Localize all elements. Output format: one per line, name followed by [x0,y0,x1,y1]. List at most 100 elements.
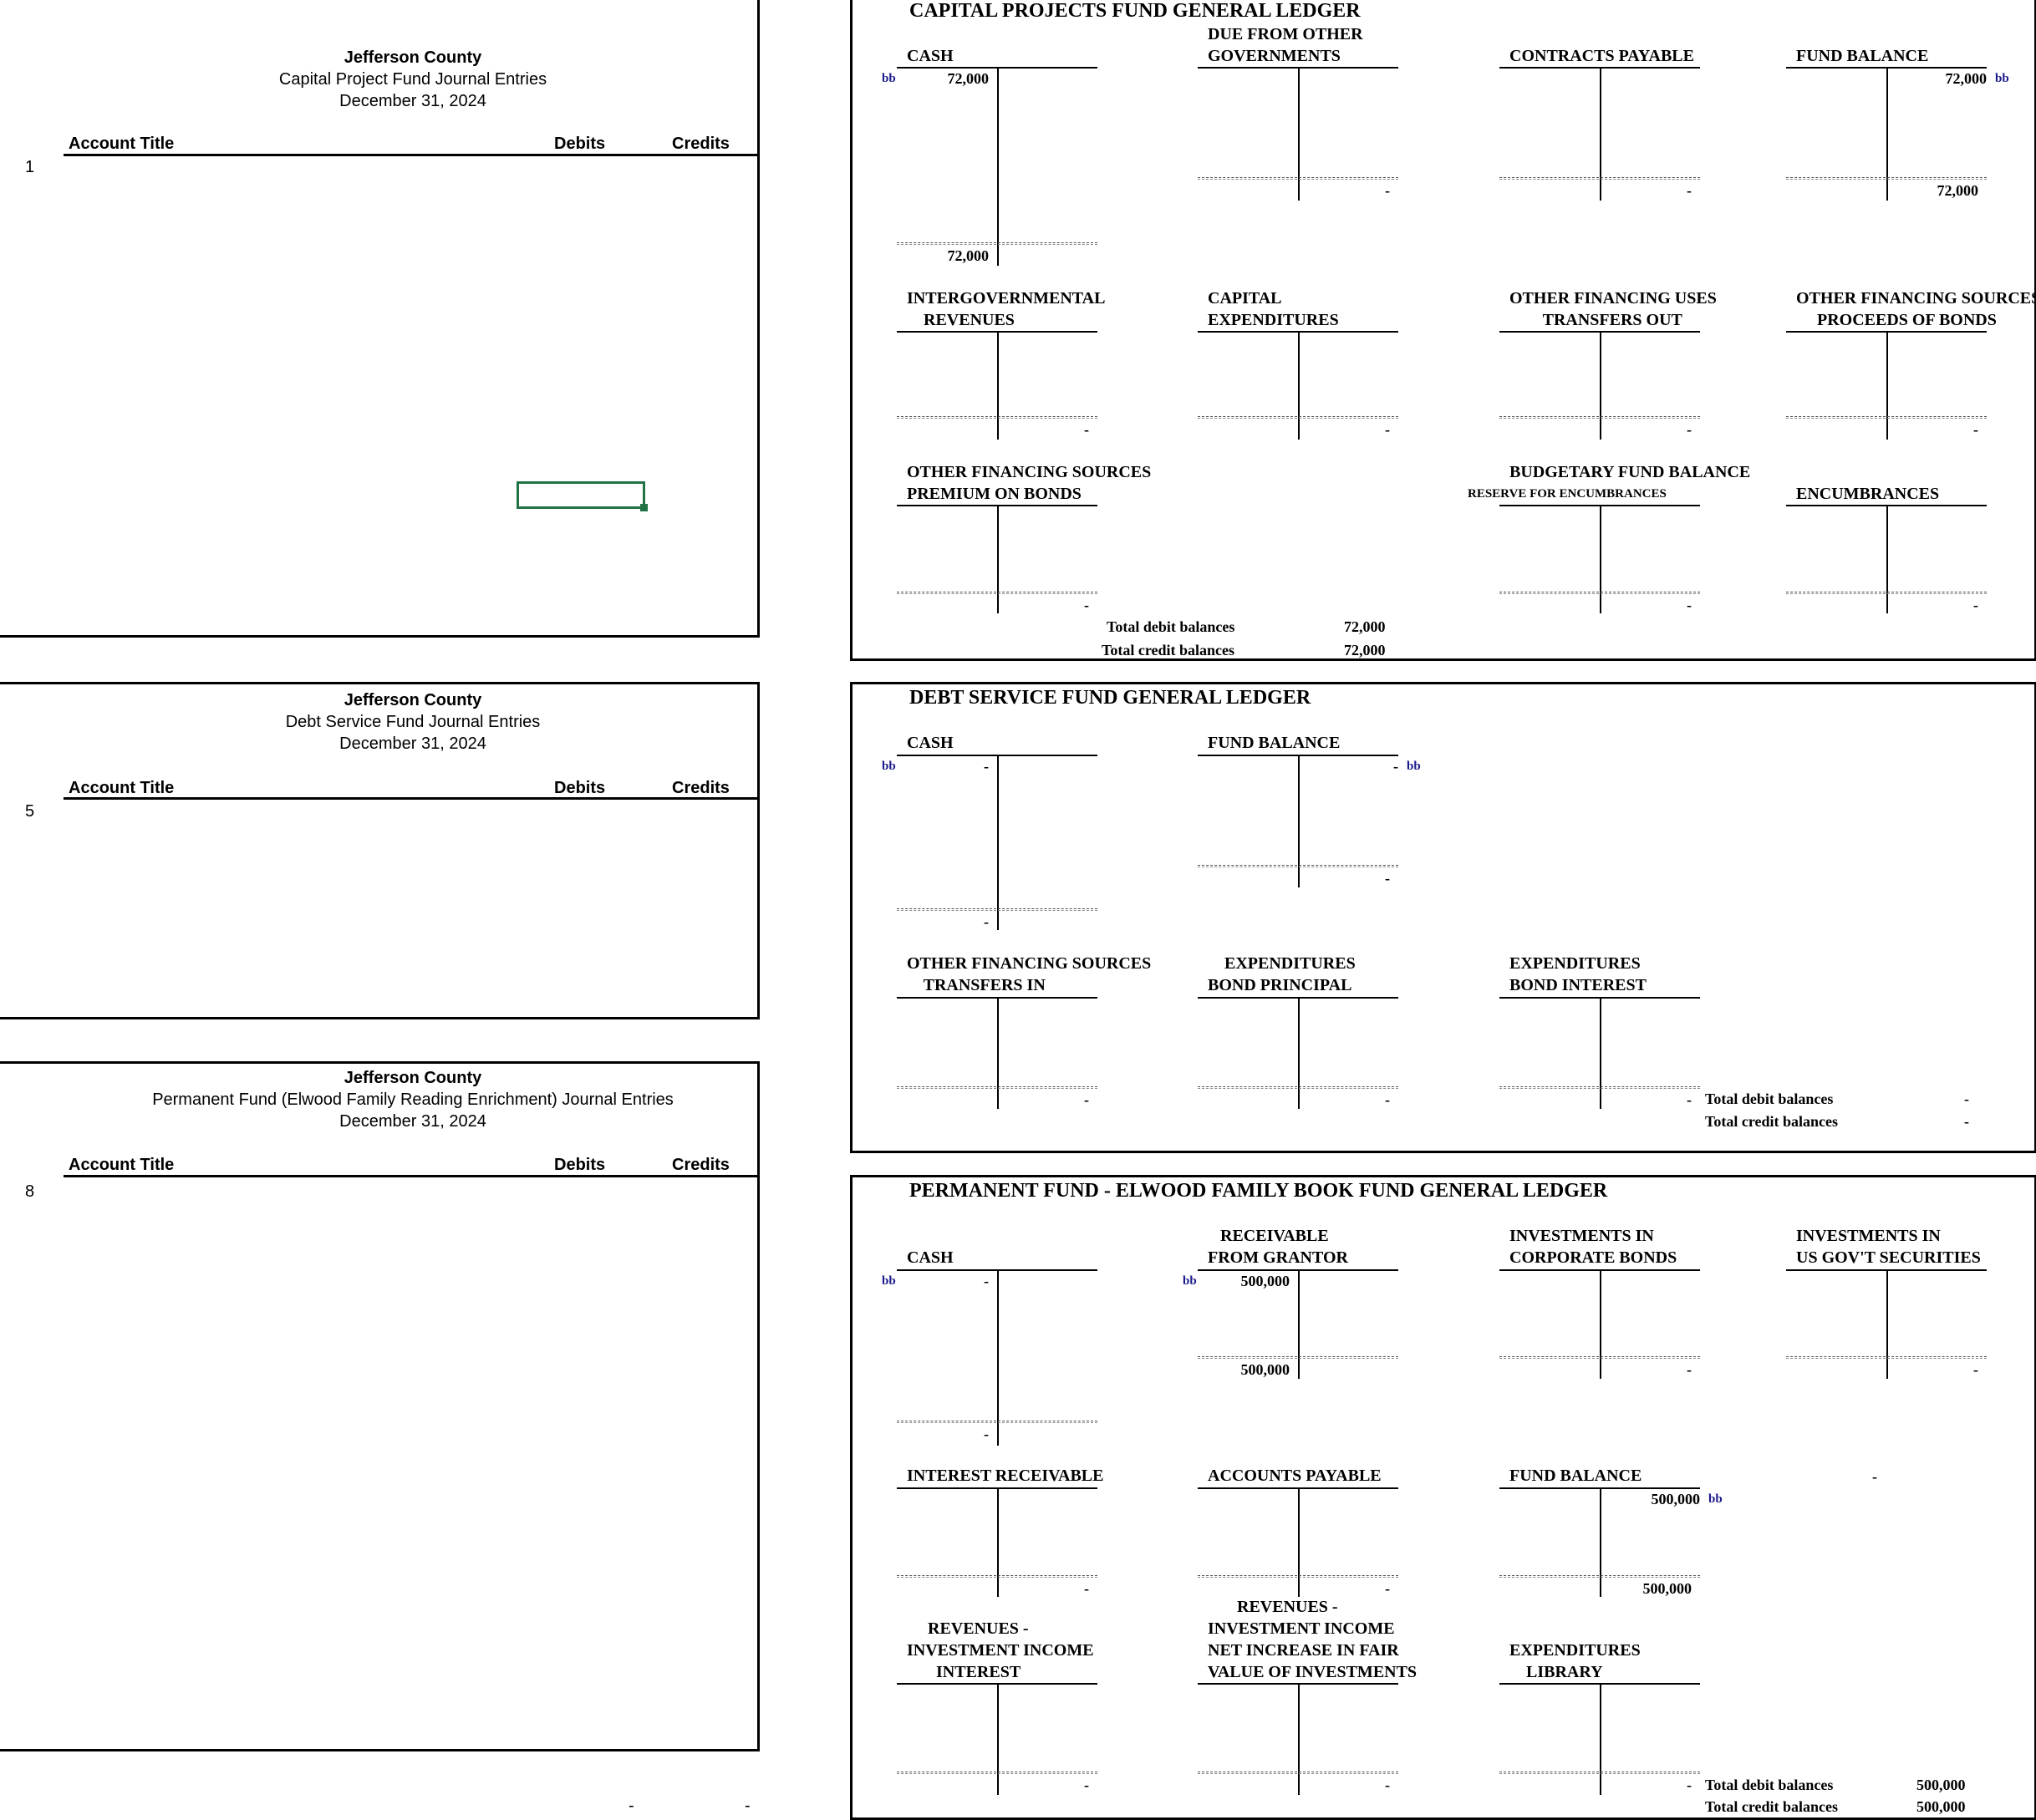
bb-marker: bb [882,72,896,85]
total-credit-value: 500,000 [1916,1798,1966,1815]
total-debit-label: Total debit balances [1107,618,1235,635]
t-account-balance: - [1687,182,1692,199]
perm-ledger-title: PERMANENT FUND - ELWOOD FAMILY BOOK FUND… [909,1180,1608,1202]
t-account-bb-credit: 72,000 [1945,70,1988,87]
bb-marker: bb [1407,760,1421,773]
t-account-bb-credit: 500,000 [1651,1491,1701,1507]
t-account-divider [997,1269,999,1446]
t-account-divider [1886,67,1888,201]
t-account-divider [1298,1269,1300,1379]
bb-marker: bb [1708,1492,1723,1506]
t-account-total-rule [897,416,1097,419]
journal-title: Capital Project Fund Journal Entries [278,70,547,89]
t-account-divider [1298,1487,1300,1597]
t-account-balance: - [1385,870,1390,887]
t-account-balance: - [1973,421,1978,438]
t-account-balance: - [1973,1361,1978,1378]
t-account-name: INTEREST RECEIVABLE [907,1467,1104,1485]
journal-date: December 31, 2024 [339,735,486,753]
t-account-balance: - [1084,597,1089,613]
t-account-total-rule [1198,1575,1398,1578]
total-debit-label: Total debit balances [1705,1090,1834,1107]
row-number: 1 [25,158,35,176]
t-account-balance: - [1385,182,1390,199]
col-credits: Credits [672,135,730,153]
journal-entity: Jefferson County [344,691,482,709]
bb-marker: bb [1183,1274,1197,1288]
t-account-bb-debit: 72,000 [947,70,990,87]
t-account-total-rule [1499,1086,1700,1089]
t-account-balance: - [984,1426,989,1442]
col-debits: Debits [554,1156,606,1174]
col-debits: Debits [554,135,606,153]
row-number: 5 [25,802,35,821]
total-debit-value: 500,000 [1916,1777,1966,1793]
total-debit-value: - [1964,1090,1969,1107]
journal-total-debits: - [629,1797,634,1815]
t-account-divider [1600,67,1601,201]
t-account-name: ACCOUNTS PAYABLE [1208,1467,1382,1485]
t-account-divider [997,67,999,266]
t-account-name: CONTRACTS PAYABLE [1509,47,1694,65]
t-account-total-rule [1499,416,1700,419]
col-account-title: Account Title [69,135,175,153]
t-account-name: OTHER FINANCING SOURCES TRANSFERS IN [907,954,1152,994]
t-account-total-rule [1198,865,1398,867]
journal-entity: Jefferson County [344,1069,482,1087]
t-account-bb-debit: - [984,758,989,775]
t-account-balance: - [1084,1777,1089,1793]
t-account-total-rule [1198,1086,1398,1089]
t-account-divider [1298,331,1300,440]
col-credits: Credits [672,779,730,797]
col-credits: Credits [672,1156,730,1174]
total-credit-value: - [1964,1113,1969,1130]
t-account-balance: - [984,913,989,930]
bb-marker: bb [882,1274,896,1288]
t-account-balance: - [1973,597,1978,613]
t-account-balance: 72,000 [947,247,990,264]
t-account-divider [1298,997,1300,1109]
t-account-divider [1600,997,1601,1109]
t-account-name: FUND BALANCE [1208,734,1341,752]
journal-date: December 31, 2024 [339,1112,486,1131]
journal-border [0,1061,760,1751]
t-account-bb-credit: - [1393,758,1398,775]
t-account-name: CAPITAL EXPENDITURES [1208,289,1339,329]
journal-date: December 31, 2024 [339,92,486,110]
t-account-total-rule [897,1575,1097,1578]
perm-ledger-panel [850,1175,2036,1820]
t-account-name: DUE FROM OTHER GOVERNMENTS [1208,25,1363,65]
t-account-balance: - [1687,421,1692,438]
t-account-balance: - [1687,1361,1692,1378]
t-account-balance: - [1385,1777,1390,1793]
capital-ledger-panel [850,0,2036,661]
t-account-total-rule [1198,177,1398,180]
row-number: 8 [25,1182,35,1201]
total-credit-label: Total credit balances [1705,1798,1839,1815]
t-account-name: INVESTMENTS IN US GOV'T SECURITIES [1796,1227,1981,1267]
journal-title: Permanent Fund (Elwood Family Reading En… [152,1090,674,1109]
t-account-name: EXPENDITURES BOND INTEREST [1509,954,1647,994]
t-account-divider [1886,505,1888,613]
t-account-divider [1600,505,1601,613]
header-rule [64,154,760,156]
stray-dash: - [1872,1468,1877,1485]
col-account-title: Account Title [69,779,175,797]
t-account-name: FUND BALANCE [1796,47,1929,65]
total-credit-label: Total credit balances [1705,1113,1839,1130]
t-account-name: CASH [907,1248,954,1267]
t-account-name: REVENUES - INVESTMENT INCOME NET INCREAS… [1208,1598,1418,1681]
t-account-total-rule [1786,177,1987,180]
total-debit-label: Total debit balances [1705,1777,1834,1793]
t-account-total-rule [1499,177,1700,180]
t-account-divider [1298,755,1300,887]
journal-border [0,0,760,638]
t-account-divider [997,755,999,930]
selected-cell[interactable] [517,481,648,511]
t-account-name: BUDGETARY FUND BALANCE [1509,463,1751,481]
t-account-name: CASH [907,734,954,752]
t-account-balance: 500,000 [1642,1580,1692,1597]
debt-ledger-panel [850,682,2036,1153]
t-account-name: OTHER FINANCING SOURCES PREMIUM ON BONDS [907,463,1152,503]
t-account-divider [1600,331,1601,440]
